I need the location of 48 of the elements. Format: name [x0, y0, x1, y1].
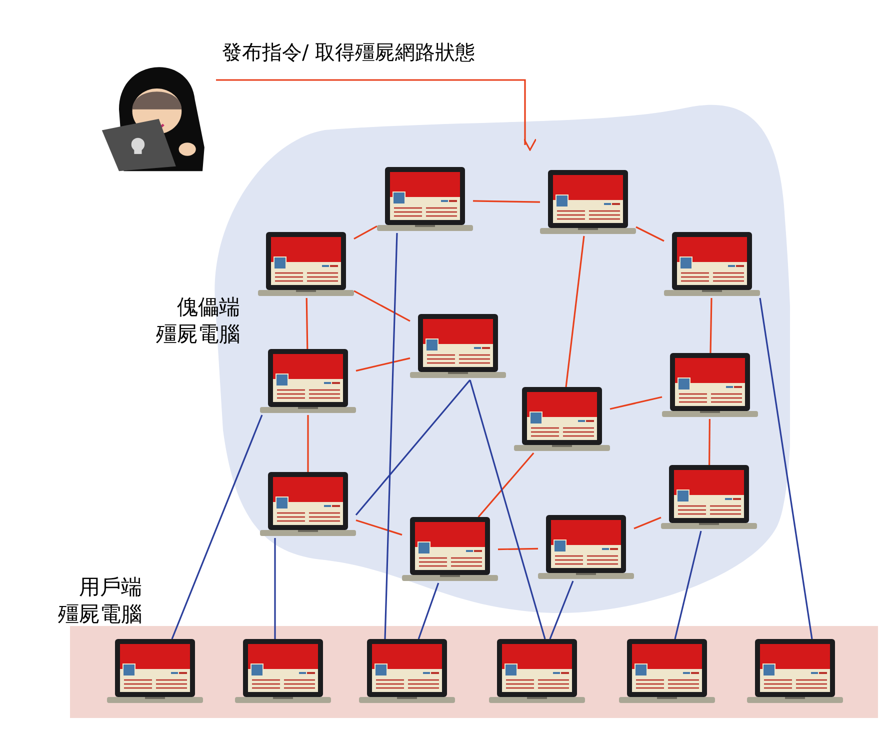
connection-line — [759, 298, 813, 640]
laptop-drawing — [747, 639, 843, 705]
connection-line — [354, 290, 410, 322]
laptop-drawing — [540, 170, 636, 236]
laptop-drawing — [377, 167, 473, 233]
group-label: 殭屍電腦 — [156, 321, 240, 348]
laptop-drawing — [410, 314, 506, 380]
connection-line — [636, 226, 664, 242]
band-region — [70, 626, 878, 718]
laptop-drawing — [260, 349, 356, 415]
laptop-drawing — [235, 639, 331, 705]
connection-line — [708, 419, 710, 465]
connection-line — [549, 580, 574, 640]
group-label: 殭屍電腦 — [58, 601, 142, 628]
laptop-drawing — [107, 639, 203, 705]
connection-line — [355, 379, 471, 516]
connection-line — [418, 582, 440, 640]
arrow — [216, 79, 537, 151]
connection-line — [565, 236, 585, 388]
group-label: 傀儡端 — [177, 294, 240, 321]
connection-line — [384, 232, 398, 640]
connection-line — [478, 452, 534, 518]
laptop-drawing — [662, 353, 758, 419]
connection-line — [472, 200, 540, 203]
laptop-drawing — [538, 515, 634, 581]
connection-line — [674, 530, 702, 640]
laptop-drawing — [619, 639, 715, 705]
laptop-drawing — [514, 387, 610, 453]
connection-line — [634, 516, 662, 530]
laptop-drawing — [359, 639, 455, 705]
laptop-drawing — [661, 465, 757, 531]
laptop-drawing — [489, 639, 585, 705]
connection-line — [306, 298, 308, 350]
laptop-drawing — [260, 472, 356, 538]
laptop-drawing — [402, 517, 498, 583]
connection-line — [354, 226, 378, 240]
connection-line — [356, 519, 402, 536]
connection-line — [356, 357, 410, 372]
connection-line — [307, 415, 309, 472]
laptop-drawing — [258, 232, 354, 298]
connection-line — [498, 548, 538, 550]
connection-line — [610, 396, 662, 410]
connection-line — [274, 538, 276, 639]
laptop-drawing — [664, 232, 760, 298]
connection-line — [710, 298, 712, 354]
connection-line — [171, 414, 263, 640]
group-label: 用戶端 — [79, 574, 142, 601]
connection-line — [469, 380, 546, 640]
